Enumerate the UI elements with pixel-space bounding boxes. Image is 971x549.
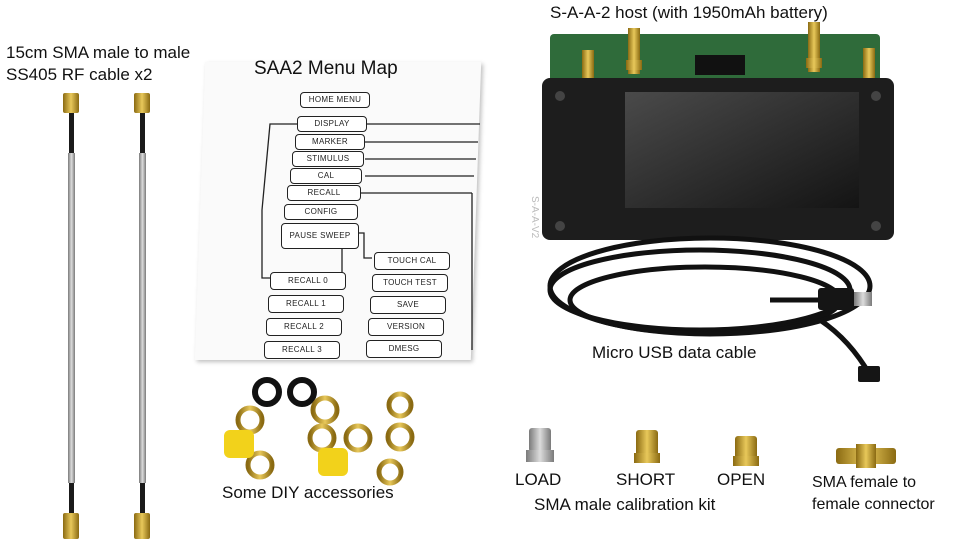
menu-home: HOME MENU	[300, 92, 370, 108]
calibration-kit	[526, 428, 896, 468]
host-caption: S-A-A-2 host (with 1950mAh battery)	[550, 3, 828, 22]
usb-a-plug	[818, 288, 854, 310]
menu-dmesg: DMESG	[366, 340, 442, 358]
usb-a-tip	[854, 292, 872, 306]
cable-caption-line2: SS405 RF cable x2	[6, 65, 153, 84]
cal-kit-caption: SMA male calibration kit	[534, 495, 716, 514]
menu-recall-2: RECALL 2	[266, 318, 342, 336]
micro-usb-plug	[858, 366, 880, 382]
menu-recall: RECALL	[287, 185, 361, 201]
menu-recall-1: RECALL 1	[268, 295, 344, 313]
menu-map-title: SAA2 Menu Map	[254, 58, 398, 79]
menu-version: VERSION	[368, 318, 444, 336]
load-caption: LOAD	[515, 470, 562, 489]
open-caption: OPEN	[717, 470, 766, 489]
usb-caption: Micro USB data cable	[592, 343, 757, 362]
menu-marker: MARKER	[295, 134, 365, 150]
diy-caption: Some DIY accessories	[222, 483, 394, 502]
menu-save: SAVE	[370, 296, 446, 314]
rf-cable-1	[63, 93, 79, 539]
menu-pause-sweep: PAUSE SWEEP	[281, 223, 359, 249]
menu-config: CONFIG	[284, 204, 358, 220]
device-brand-label: S-A-A-V2	[529, 196, 540, 239]
menu-touch-cal: TOUCH CAL	[374, 252, 450, 270]
menu-recall-0: RECALL 0	[270, 272, 346, 290]
short-caption: SHORT	[616, 470, 676, 489]
menu-touch-test: TOUCH TEST	[372, 274, 448, 292]
female-caption-line1: SMA female to	[812, 474, 917, 491]
menu-display: DISPLAY	[297, 116, 367, 132]
menu-stimulus: STIMULUS	[292, 151, 364, 167]
menu-cal: CAL	[290, 168, 362, 184]
female-caption-line2: female connector	[812, 496, 935, 513]
cable-caption-line1: 15cm SMA male to male	[6, 43, 191, 62]
saa2-host-device	[542, 22, 894, 240]
menu-recall-3: RECALL 3	[264, 341, 340, 359]
rf-cable-2	[134, 93, 150, 539]
diy-accessories	[224, 377, 415, 486]
